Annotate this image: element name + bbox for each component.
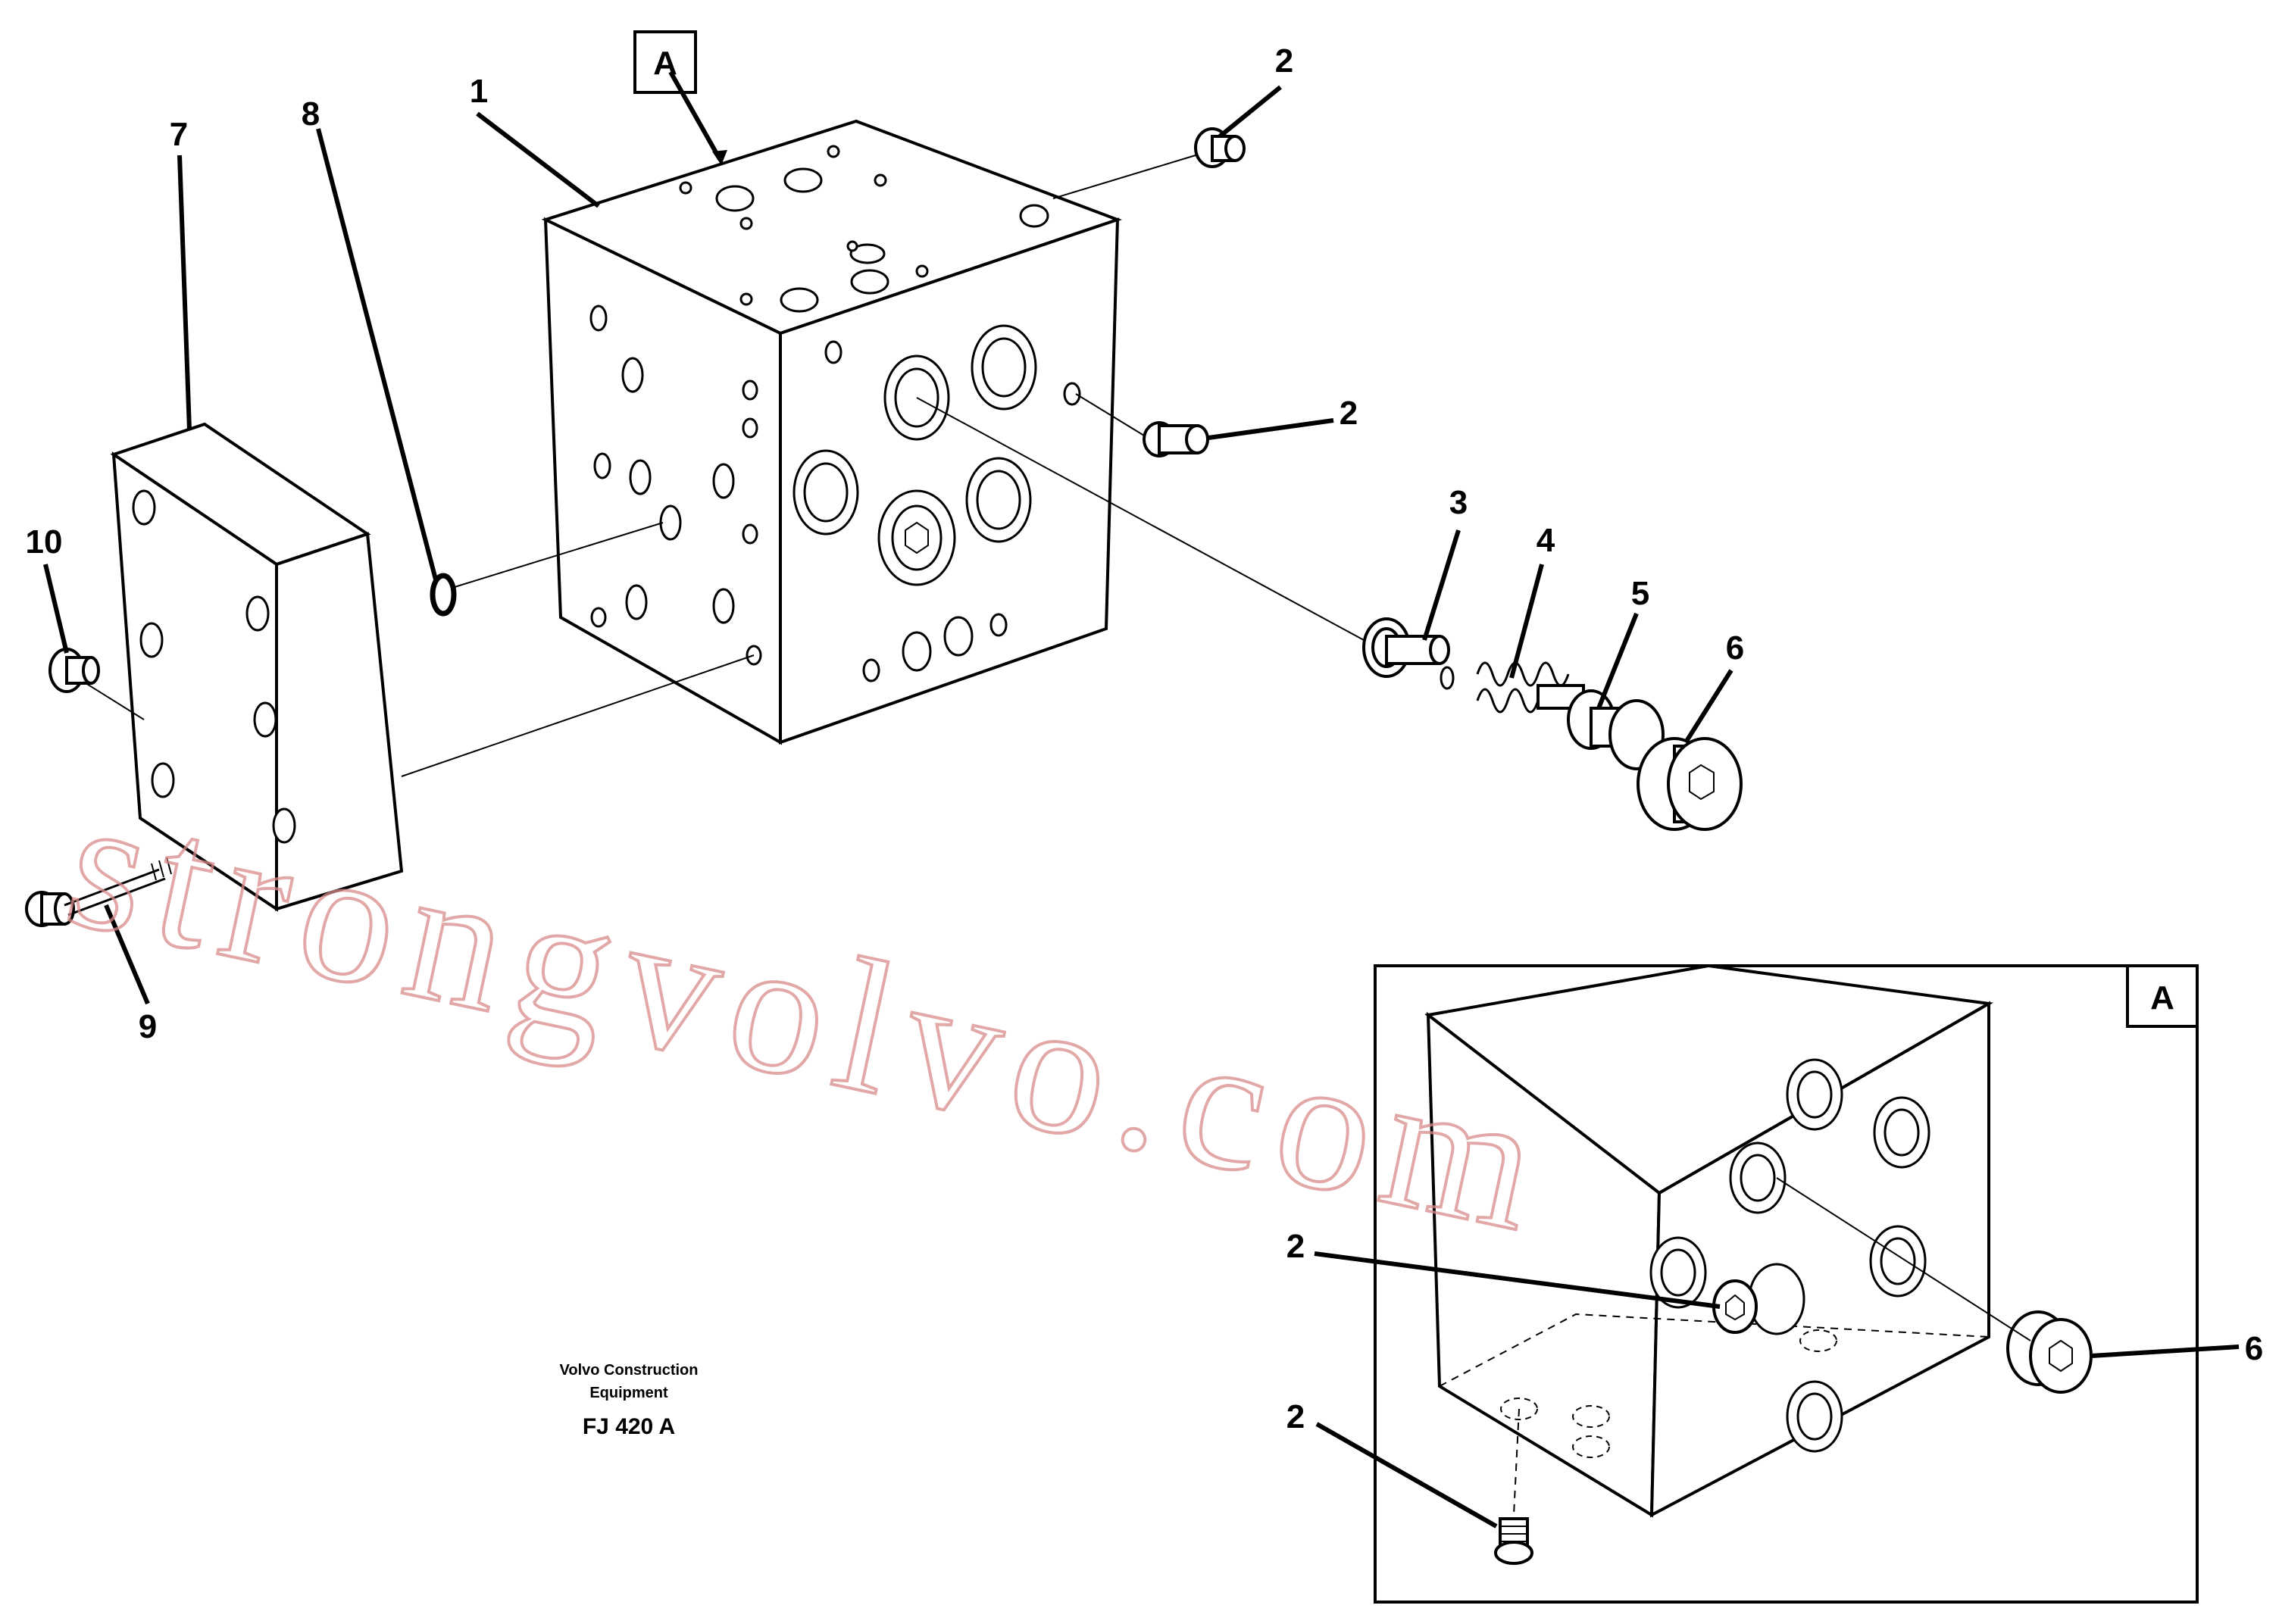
callout-detail-2-lower: 2 (1286, 1398, 1305, 1435)
drawing-code: FJ 420 A (583, 1414, 675, 1439)
callout-2-mid: 2 (1340, 395, 1358, 432)
valve-block (541, 119, 1122, 745)
plug-2-mid (1143, 421, 1209, 458)
view-label-a-detail: A (2150, 979, 2174, 1017)
callout-3: 3 (1449, 484, 1468, 521)
explode-lines (83, 155, 1365, 777)
caption-line-1: Volvo Construction (560, 1362, 699, 1379)
plug-10 (48, 648, 100, 693)
view-label-a-main: A (633, 30, 697, 94)
callout-2-top: 2 (1275, 42, 1293, 80)
caption-line-2: Equipment (589, 1385, 668, 1401)
callout-detail-6: 6 (2245, 1330, 2263, 1367)
o-ring (430, 573, 457, 617)
view-label-a-main-text: A (653, 45, 677, 82)
callout-4: 4 (1537, 522, 1555, 559)
leader-lines (43, 70, 1733, 1005)
callout-detail-2-upper: 2 (1286, 1228, 1305, 1265)
callout-5: 5 (1631, 575, 1649, 612)
callout-6: 6 (1726, 629, 1744, 667)
callout-10: 10 (26, 523, 63, 561)
callout-1: 1 (470, 73, 488, 110)
plug-2-top (1194, 127, 1246, 168)
screw-9 (25, 857, 172, 927)
callout-7: 7 (170, 116, 188, 153)
arrow-a-icon (712, 150, 727, 165)
callout-9: 9 (139, 1008, 157, 1045)
cover-plate (110, 422, 404, 912)
detail-view-a: A (1314, 963, 2240, 1604)
watermark: strongvolvo.com (52, 756, 1569, 1274)
callout-8: 8 (302, 95, 320, 133)
spool-assembly (1362, 617, 1743, 831)
